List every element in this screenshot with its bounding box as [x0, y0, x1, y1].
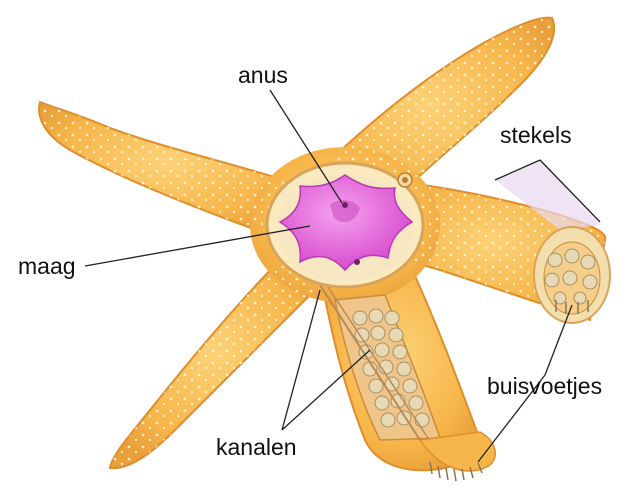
label-kanalen: kanalen [216, 436, 297, 459]
label-stekels: stekels [500, 124, 572, 147]
label-maag: maag [18, 255, 76, 278]
anus-opening [342, 202, 348, 208]
label-anus: anus [238, 64, 288, 87]
central-cutaway [267, 163, 423, 287]
label-buisvoetjes: buisvoetjes [487, 375, 602, 398]
